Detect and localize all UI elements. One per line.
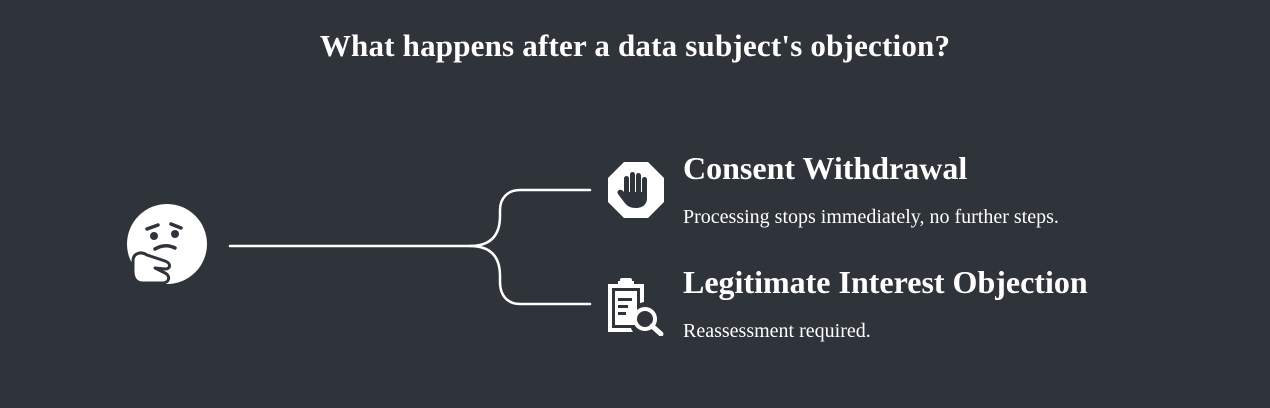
diagram-title: What happens after a data subject's obje…: [319, 28, 951, 63]
branch-title-consent-withdrawal: Consent Withdrawal: [683, 150, 968, 186]
branch-title-legitimate-interest-objection: Legitimate Interest Objection: [683, 264, 1088, 300]
branch-description-legitimate-interest-objection: Reassessment required.: [683, 320, 871, 342]
stop-hand-icon: [608, 162, 664, 218]
branch-description-consent-withdrawal: Processing stops immediately, no further…: [683, 206, 1059, 228]
thinking-face-icon: [127, 204, 207, 285]
clipboard-search-icon: [608, 278, 664, 336]
